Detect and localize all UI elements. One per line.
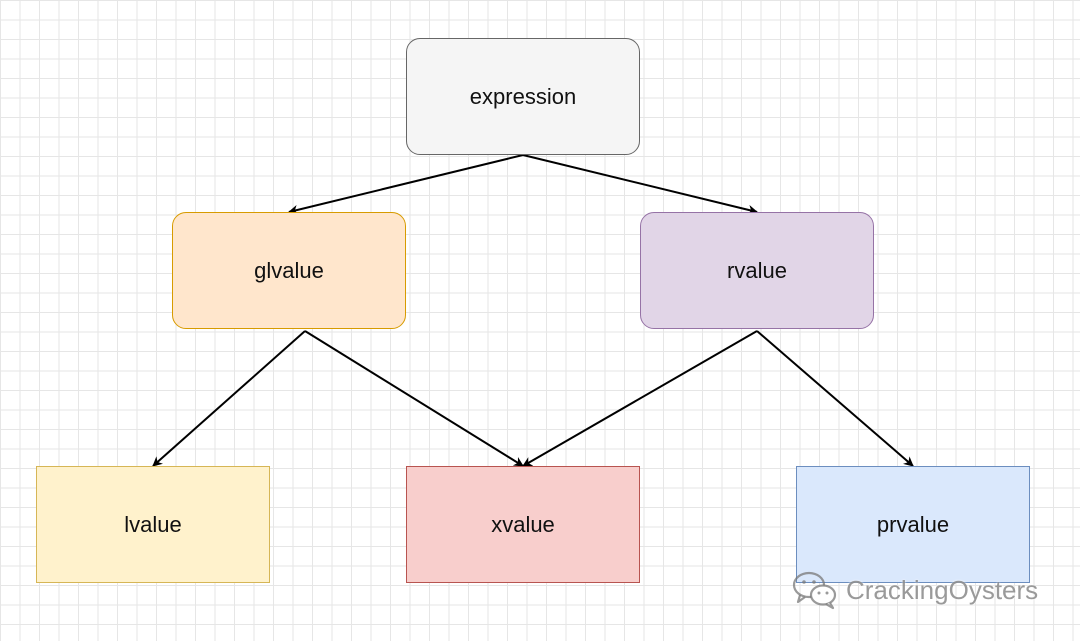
node-glvalue-label: glvalue (254, 257, 324, 283)
node-rvalue-label: rvalue (727, 257, 787, 283)
edge-glvalue-xvalue (304, 330, 524, 467)
node-expression[interactable]: expression (406, 38, 640, 155)
node-expression-label: expression (469, 83, 577, 109)
node-glvalue[interactable]: glvalue (172, 212, 406, 329)
node-rvalue[interactable]: rvalue (640, 212, 874, 329)
edge-rvalue-xvalue (522, 330, 758, 467)
node-xvalue[interactable]: xvalue (406, 466, 640, 583)
node-xvalue-label: xvalue (491, 511, 555, 537)
edge-rvalue-prvalue (756, 330, 914, 467)
edge-glvalue-lvalue (152, 330, 306, 467)
node-lvalue-label: lvalue (124, 511, 182, 537)
wechat-icon (792, 570, 838, 610)
edge-expression-rvalue (522, 154, 758, 215)
watermark-text: CrackingOysters (846, 574, 1039, 605)
watermark: CrackingOysters (792, 570, 1038, 610)
node-prvalue[interactable]: prvalue (796, 466, 1030, 583)
edge-expression-glvalue (288, 154, 524, 215)
node-prvalue-label: prvalue (876, 511, 950, 537)
node-lvalue[interactable]: lvalue (36, 466, 270, 583)
